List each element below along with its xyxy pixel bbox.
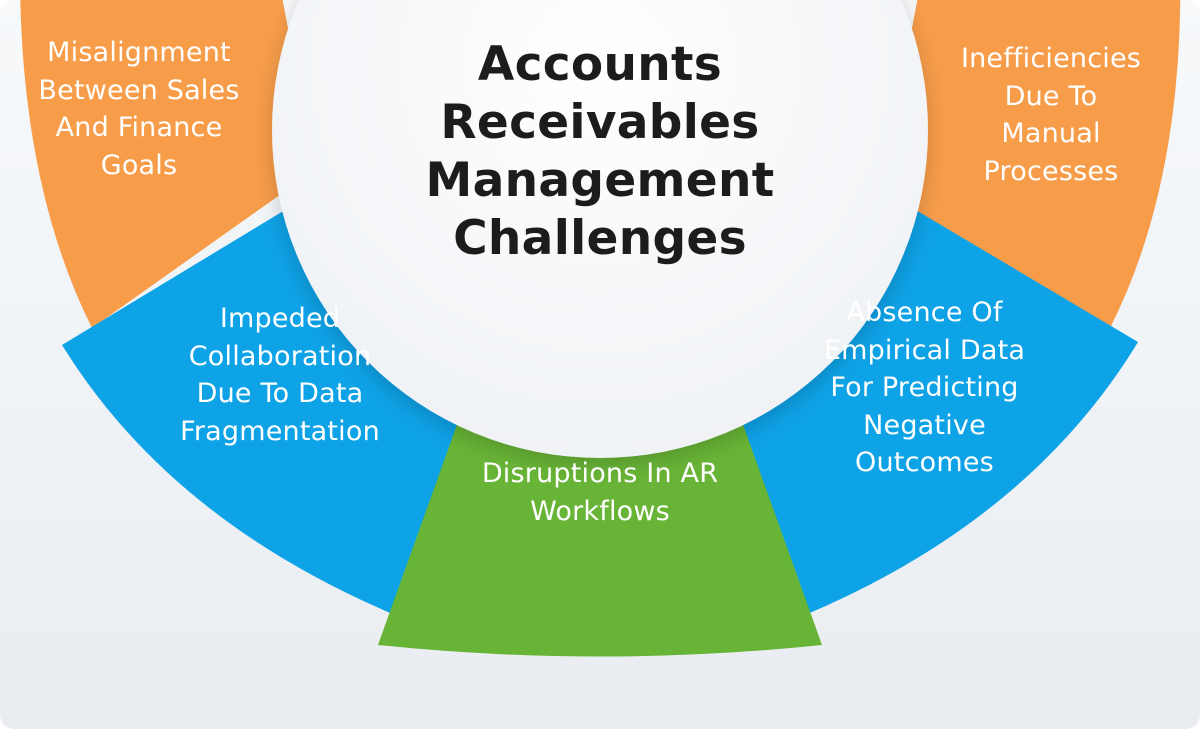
segment-top-left-shape <box>20 0 315 328</box>
segment-mid-left-label: Impeded Collaboration Due To Data Fragme… <box>180 303 380 447</box>
segment-top-left-label: Misalignment Between Sales And Finance G… <box>38 37 240 181</box>
diagram-title: Accounts Receivables Management Challeng… <box>425 37 775 266</box>
segment-bottom-label: Disruptions In AR Workflows <box>481 458 719 527</box>
center-circle <box>272 0 928 458</box>
segment-top-right-label: Inefficiencies Due To Manual Processes <box>960 43 1142 187</box>
segment-top-right-shape <box>880 0 1181 328</box>
segment-mid-right-label: Absence Of Empirical Data For Predicting… <box>823 297 1026 478</box>
